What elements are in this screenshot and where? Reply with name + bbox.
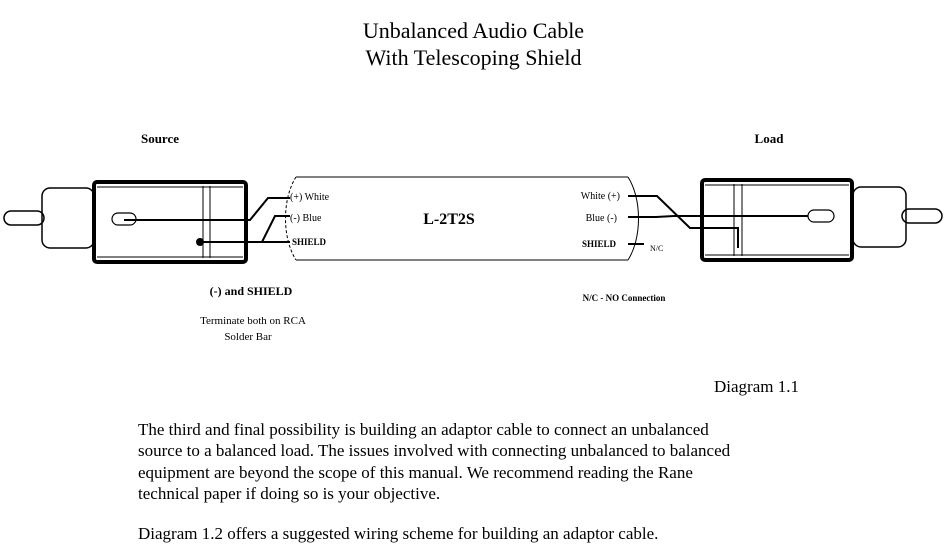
closing-paragraph: Diagram 1.2 offers a suggested wiring sc… [138,524,659,543]
right-white-label: White (+) [581,191,620,202]
source-shield-solder-point [196,238,204,246]
load-rca-plug [700,178,943,262]
source-note-line1: Terminate both on RCA [200,315,306,327]
left-blue-label: (-) Blue [290,213,322,224]
load-wires [628,195,808,248]
cable-type-label: L-2T2S [423,211,475,228]
load-rca-body [700,178,854,262]
load-label: Load [755,131,785,146]
source-white-wire [124,197,290,221]
left-shield-label: SHIELD [292,237,327,247]
load-rca-pin [901,208,943,224]
load-blue-wire [628,215,808,218]
load-note: N/C - NO Connection [583,293,666,303]
paragraph-line: The third and final possibility is build… [138,420,709,439]
source-note-line2: Solder Bar [224,331,272,343]
load-white-wire [628,195,739,248]
paragraph-line: source to a balanced load. The issues in… [138,441,731,460]
nc-tag: N/C [650,244,663,253]
paragraph-line: technical paper if doing so is your obje… [138,484,441,503]
source-rca-plug [3,180,248,264]
left-white-label: (+) White [290,192,330,203]
source-rca-sleeve [41,187,95,249]
diagram-caption: Diagram 1.1 [714,377,799,396]
source-label: Source [141,131,179,146]
load-rca-sleeve [852,186,907,248]
diagram-title-line2: With Telescoping Shield [365,45,582,70]
source-rca-pin [3,210,45,226]
source-wires [124,197,290,246]
right-shield-label: SHIELD [582,239,617,249]
right-blue-label: Blue (-) [586,213,617,224]
cable-body [285,176,639,261]
source-rca-body [92,180,248,264]
load-solder-cup [807,209,835,223]
diagram-title-line1: Unbalanced Audio Cable [362,18,585,43]
source-note: (-) and SHIELD [210,284,293,298]
paragraph-line: equipment are beyond the scope of this m… [138,463,693,482]
